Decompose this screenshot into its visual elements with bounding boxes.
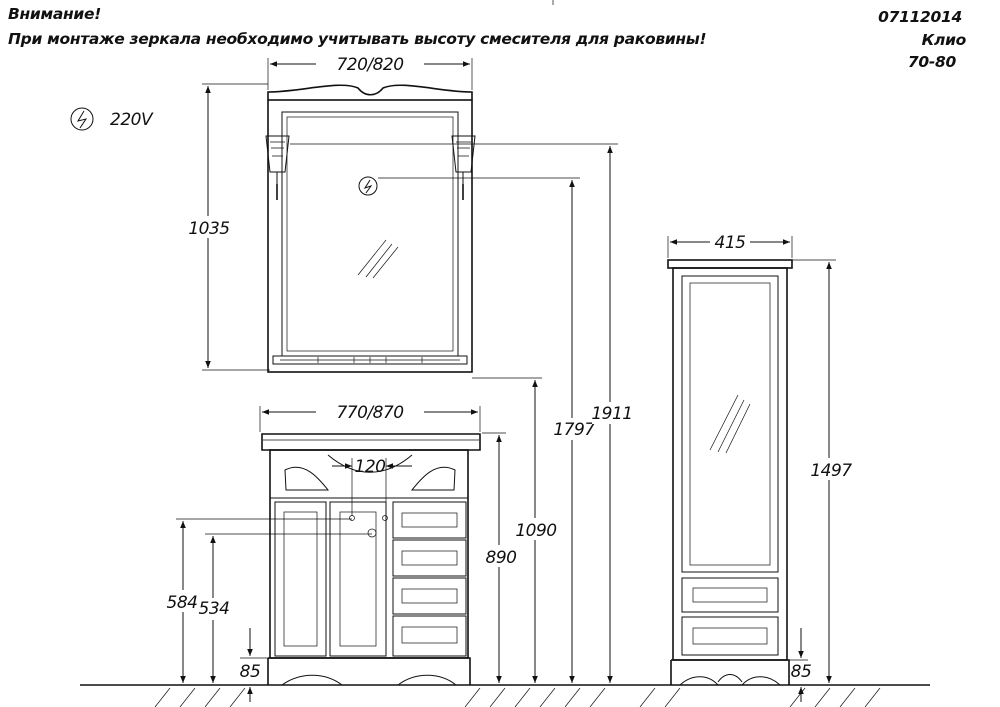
mirror-top-height-label: 1911: [591, 404, 632, 424]
counter-height-label: 890: [486, 548, 517, 568]
pipe-height-lower-label: 534: [199, 599, 230, 619]
mirror-height-label: 1035: [188, 219, 229, 239]
warning-text: При монтаже зеркала необходимо учитывать…: [8, 30, 707, 48]
wall-lamp-right-icon: [451, 135, 476, 200]
wall-lamp-left-icon: [265, 135, 290, 200]
drain-offset-label: 120: [355, 457, 386, 477]
vanity-base-height-label: 85: [240, 662, 261, 682]
mirror: [267, 84, 473, 373]
electric-outlet-icon: [70, 107, 94, 131]
floor-line: [80, 684, 930, 707]
pipe-height-upper-label: 584: [167, 593, 198, 613]
doc-code: 07112014: [878, 8, 962, 26]
mirror-width-label: 720/820: [336, 55, 403, 75]
warning-title: Внимание!: [8, 5, 101, 23]
outlet-height-label: 1797: [553, 420, 595, 440]
cabinet-height-label: 1497: [810, 461, 852, 481]
vanity-width-label: 770/870: [336, 403, 403, 423]
model-size: 70-80: [907, 53, 956, 71]
power-label: 220V: [110, 110, 154, 130]
model-name: Клио: [921, 31, 967, 49]
tall-cabinet: [667, 259, 793, 686]
vanity-unit: [261, 433, 481, 686]
vanity-total-height-label: 1090: [515, 521, 556, 541]
cabinet-base-height-label: 85: [791, 662, 812, 682]
cabinet-width-label: 415: [715, 233, 746, 253]
